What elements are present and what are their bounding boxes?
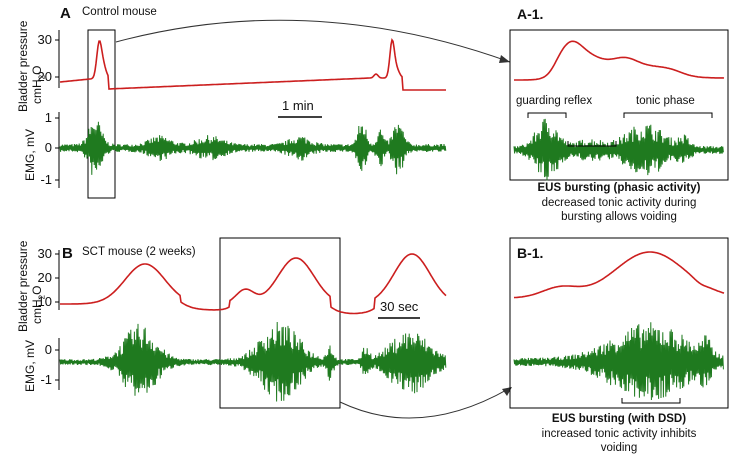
b1-caption-line2: voiding <box>600 442 638 454</box>
b1-dsd-bracket <box>621 398 681 404</box>
b-tick-10: 10 <box>37 294 52 309</box>
a-selection-box <box>87 29 116 199</box>
a-zoom-arrowhead <box>499 55 510 63</box>
a1-caption-line2: bursting allows voiding <box>561 211 677 223</box>
a1-emg-trace <box>513 118 724 181</box>
a1-title: A-1. <box>517 6 544 22</box>
b-emg-tick-0-label: 0 <box>44 342 52 357</box>
b-selection-box <box>219 237 341 409</box>
b1-caption-line1: increased tonic activity inhibits <box>541 428 697 440</box>
a-tick-30: 30 <box>37 32 52 47</box>
a-emg-trace <box>59 121 447 175</box>
a1-caption-bold: EUS bursting (phasic activity) <box>537 182 701 194</box>
bursting-bracket <box>567 141 617 147</box>
a1-pressure-trace <box>514 40 725 81</box>
tonic-bracket <box>623 112 713 118</box>
panel-a-pressure-ylabel: Bladder pressure <box>16 20 30 112</box>
a-emg-tick-m1-label: -1 <box>40 172 52 187</box>
a-emg-tick-1-label: 1 <box>44 110 52 125</box>
panel-b-pressure-ylabel-text: Bladder pressure <box>16 240 30 332</box>
panel-b-axes <box>55 237 420 409</box>
a1-brackets <box>527 112 713 147</box>
a-scale-bar-label: 1 min <box>282 98 314 113</box>
b-tick-30: 30 <box>37 246 52 261</box>
b-tick-20: 20 <box>37 270 52 285</box>
a-tick-20: 20 <box>37 69 52 84</box>
b-emg-tick-m1-label: -1 <box>40 372 52 387</box>
b1-emg-trace <box>513 322 724 401</box>
panel-b-title: SCT mouse (2 weeks) <box>82 246 196 258</box>
a1-tonic-label: tonic phase <box>636 95 695 107</box>
panel-a-letter: A <box>60 5 71 22</box>
panel-a-title: Control mouse <box>82 6 157 18</box>
b1-caption-bold: EUS bursting (with DSD) <box>551 413 687 425</box>
b-zoom-arrow <box>339 387 511 419</box>
panel-a-axes <box>55 29 322 199</box>
guarding-bracket <box>527 112 567 118</box>
panel-b-pressure-ylabel: Bladder pressure <box>16 240 30 332</box>
a-zoom-arrow <box>115 19 511 63</box>
b1-pressure-trace <box>513 251 725 299</box>
b-pressure-trace <box>60 253 447 315</box>
a1-caption-line1: decreased tonic activity during <box>541 197 697 209</box>
b-emg-trace <box>59 321 447 402</box>
panel-b-letter: B <box>62 245 73 262</box>
a1-guarding-label: guarding reflex <box>516 95 593 107</box>
b1-title: B-1. <box>517 245 544 261</box>
panel-a-pressure-ylabel-text: Bladder pressure <box>16 20 30 112</box>
b1-frame <box>509 237 729 409</box>
a1-frame <box>509 29 729 181</box>
a-emg-tick-0-label: 0 <box>44 140 52 155</box>
b-scale-bar-label: 30 sec <box>380 299 419 314</box>
a-pressure-trace <box>59 37 446 91</box>
